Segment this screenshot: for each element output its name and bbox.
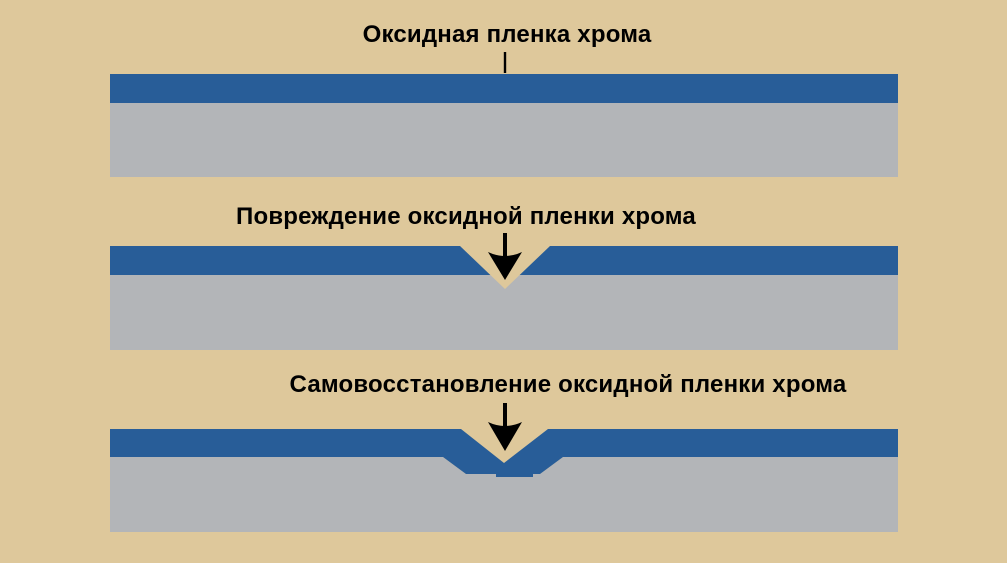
panel-title-oxide-film: Оксидная пленка хрома (362, 21, 652, 48)
healed-oxide-film-layer (110, 429, 898, 477)
arrow-down-icon (488, 403, 522, 451)
panel-oxide-film (110, 52, 898, 177)
oxide-film-layer (110, 74, 898, 103)
arrow-down-icon (488, 233, 522, 280)
arrow-head (488, 252, 522, 280)
arrow-head (488, 422, 522, 451)
chromium-metal-layer (110, 103, 898, 177)
arrow-shaft (503, 403, 507, 433)
panel-self-healing (110, 403, 898, 532)
panel-damage (110, 233, 898, 350)
panel-title-self-healing: Самовосстановление оксидной пленки хрома (289, 371, 847, 398)
title-pointer-line (503, 52, 507, 73)
chromium-metal-layer-dented (110, 457, 898, 532)
arrow-shaft (503, 233, 507, 262)
panel-title-damage: Повреждение оксидной пленки хрома (236, 203, 696, 230)
